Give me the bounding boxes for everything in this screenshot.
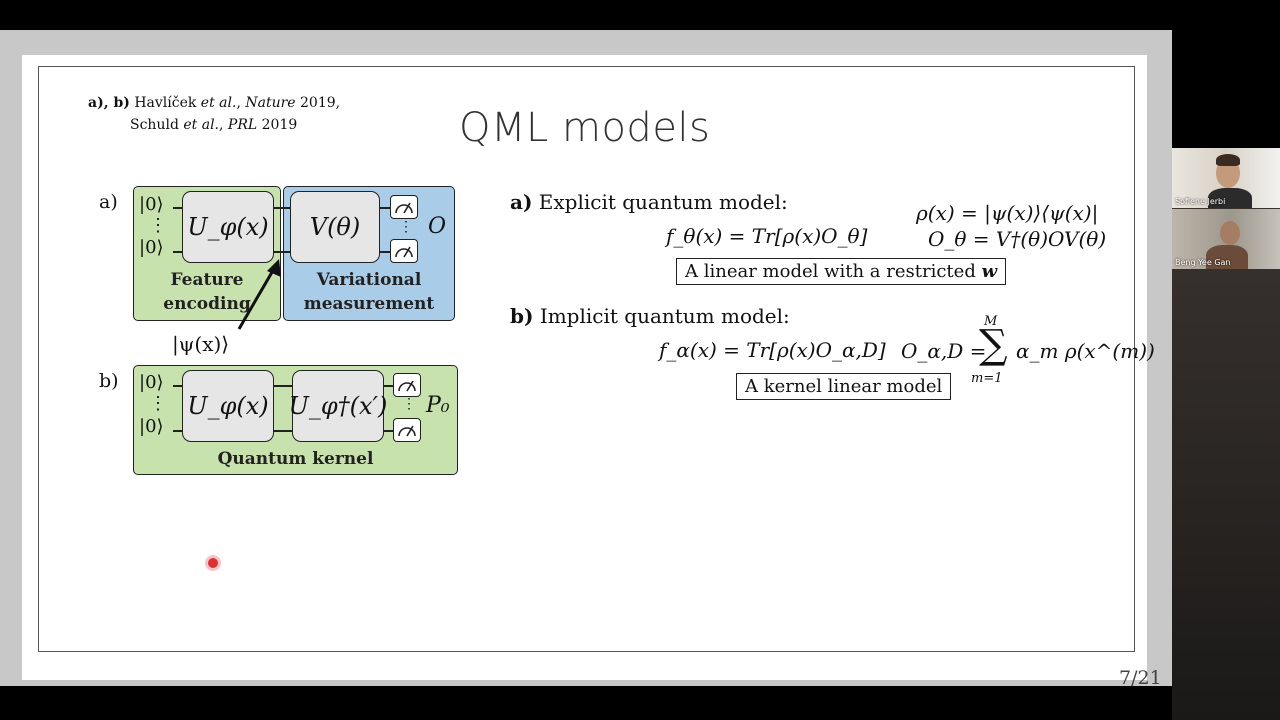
citation-author-1: Havlíček <box>134 95 197 111</box>
citation-journal-2: PRL <box>227 117 258 133</box>
measurement-meter-icon <box>393 373 421 397</box>
slide-content: a), b) Havlíček et al., Nature 2019, Sch… <box>38 66 1155 652</box>
ket-zero-top: |0⟩ <box>139 372 164 393</box>
citation: a), b) Havlíček et al., Nature 2019, Sch… <box>88 95 341 133</box>
ket-zero-top: |0⟩ <box>139 194 164 215</box>
psi-x-label: |ψ(x)⟩ <box>172 332 230 356</box>
video-tile-participant-1[interactable]: Sofiene Jerbi <box>1172 148 1280 208</box>
ket-zero-bottom: |0⟩ <box>139 237 164 258</box>
rho-definition: ρ(x) = |ψ(x)⟩⟨ψ(x)| <box>916 201 1099 225</box>
participant-video-strip: Sofiene Jerbi Beng Yee Gan <box>1172 148 1280 720</box>
gate-u-phi-dagger: U_φ†(x′) <box>289 370 387 442</box>
measurement-meter-icon <box>390 195 418 219</box>
gate-v-theta: V(θ) <box>290 191 380 263</box>
participant-name: Beng Yee Gan <box>1175 258 1231 267</box>
slide-page: a), b) Havlíček et al., Nature 2019, Sch… <box>22 55 1155 680</box>
citation-author-2: Schuld <box>130 117 179 133</box>
citation-etal-2: et al. <box>183 117 219 133</box>
observable-label: O <box>428 214 447 239</box>
slide-title: QML models <box>459 105 711 151</box>
measurement-meter-icon <box>393 418 421 442</box>
citation-journal-1: Nature <box>245 95 296 111</box>
vertical-dots: ⋮ <box>149 393 167 414</box>
diagram-b-label: b) <box>99 370 119 392</box>
sum-upper-limit: M <box>984 314 998 329</box>
implicit-model-summary-box: A kernel linear model <box>736 373 952 400</box>
explicit-model-heading: a) Explicit quantum model: <box>510 190 788 214</box>
laser-pointer <box>208 558 218 568</box>
o-alpha-lhs: O_α,D = <box>901 339 987 363</box>
quantum-kernel-caption: Quantum kernel <box>217 449 374 469</box>
o-alpha-rhs: α_m ρ(x^(m)) <box>1016 339 1155 363</box>
summation-sign: ∑ <box>979 322 1008 368</box>
gate-u-phi: U_φ(x) <box>182 370 274 442</box>
vertical-dots: ⋮ <box>149 215 167 236</box>
gate-u-phi: U_φ(x) <box>182 191 274 263</box>
citation-year-2: 2019 <box>261 117 298 133</box>
explicit-model-summary-box: A linear model with a restricted w <box>676 258 1007 285</box>
ket-zero-bottom: |0⟩ <box>139 416 164 437</box>
slide-page-number: 7/21 <box>1119 667 1162 689</box>
video-tile-participant-2[interactable]: Beng Yee Gan <box>1172 209 1280 269</box>
citation-year-1: 2019, <box>300 95 341 111</box>
shared-screen: a), b) Havlíček et al., Nature 2019, Sch… <box>0 30 1172 689</box>
measurement-meter-icon <box>390 239 418 263</box>
variational-measurement-caption: Variational measurement <box>303 270 435 314</box>
citation-labels: a), b) <box>88 95 130 111</box>
diagram-a-label: a) <box>99 191 118 213</box>
participant-name: Sofiene Jerbi <box>1175 197 1226 206</box>
sum-lower-limit: m=1 <box>971 371 1003 386</box>
state-arrow <box>237 259 281 330</box>
feature-encoding-caption: Feature encoding <box>163 270 251 314</box>
o-theta-definition: O_θ = V†(θ)OV(θ) <box>928 227 1107 251</box>
projector-label: P₀ <box>426 393 450 418</box>
explicit-f-formula: f_θ(x) = Tr[ρ(x)O_θ] <box>666 224 868 248</box>
implicit-model-heading: b) Implicit quantum model: <box>510 304 790 328</box>
implicit-f-formula: f_α(x) = Tr[ρ(x)O_α,D] <box>659 338 886 362</box>
citation-etal-1: et al. <box>200 95 237 111</box>
